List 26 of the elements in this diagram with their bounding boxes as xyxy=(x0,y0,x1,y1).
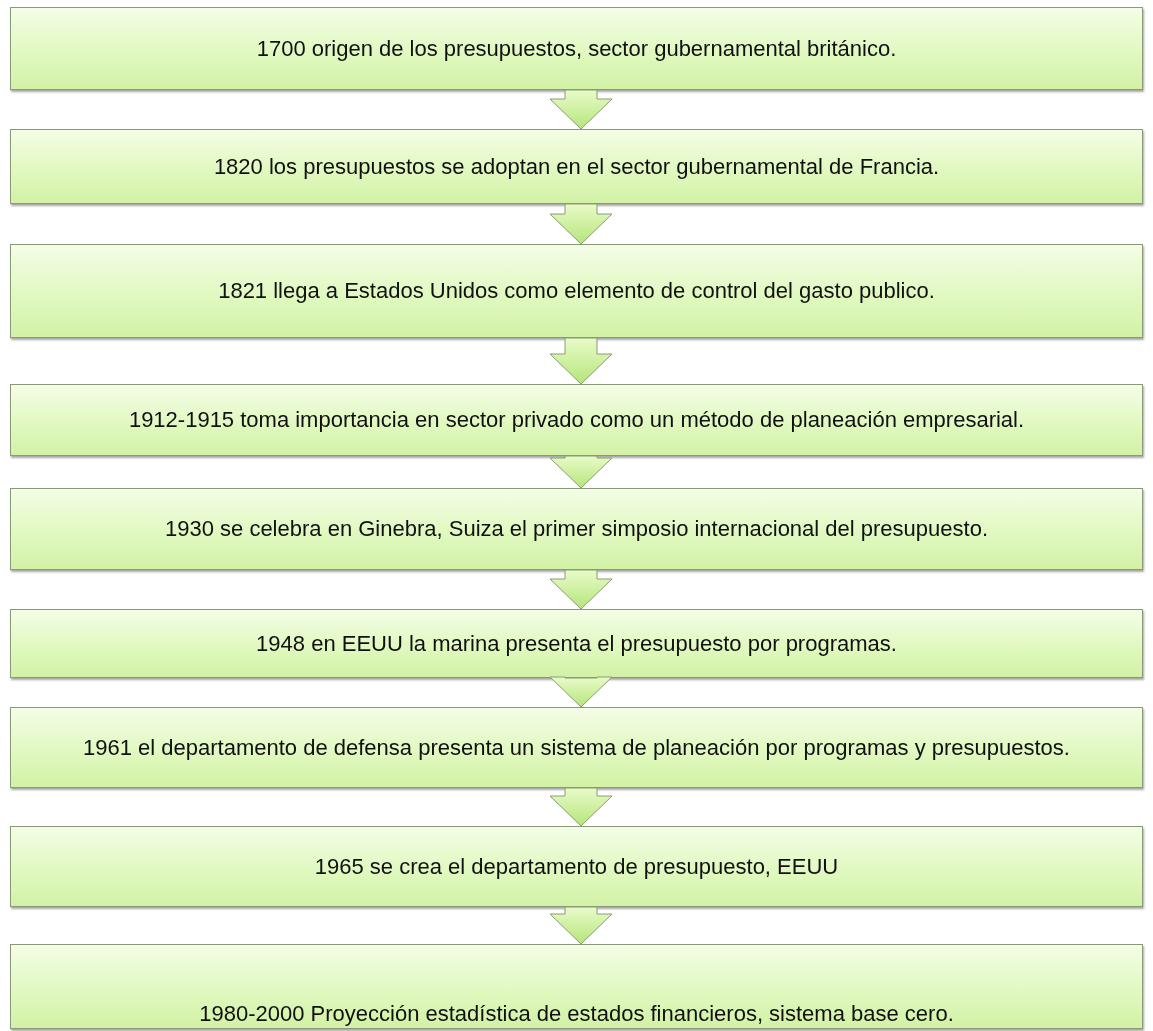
event-text: 1930 se celebra en Ginebra, Suiza el primer simposio internacional del presupuesto. xyxy=(165,516,988,542)
event-text: 1700 origen de los presupuestos, sector gubernamental británico. xyxy=(256,35,897,62)
timeline-box xyxy=(10,609,1143,678)
event-text: 1948 en EEUU la marina presenta el presupuesto por programas. xyxy=(256,630,897,657)
down-arrow xyxy=(549,203,613,245)
event-text: 1821 llega a Estados Unidos como elemento de control del gasto publico. xyxy=(218,278,935,304)
event-text: 1965 se crea el departamento de presupuesto, EEUU xyxy=(314,853,839,880)
timeline-box xyxy=(10,488,1143,570)
timeline-box xyxy=(10,384,1143,456)
timeline-box xyxy=(10,944,1143,1029)
timeline-box xyxy=(10,129,1143,204)
timeline-box xyxy=(10,7,1143,90)
event-text: 1820 los presupuestos se adoptan en el sector gubernamental de Francia. xyxy=(213,153,940,180)
event-text: 1961 el departamento de defensa presenta un sistema de planeación por programas y presupuestos. xyxy=(83,734,1070,761)
down-arrow xyxy=(549,787,613,827)
event-text: 1912-1915 toma importancia en sector privado como un método de planeación empresarial. xyxy=(128,407,1025,433)
down-arrow xyxy=(549,89,613,130)
down-arrow xyxy=(549,455,613,489)
down-arrow xyxy=(549,569,613,610)
timeline-box xyxy=(10,707,1143,788)
timeline-box xyxy=(10,826,1143,907)
down-arrow xyxy=(549,676,613,708)
down-arrow xyxy=(549,337,613,385)
event-text: 1980-2000 Proyección estadística de estados financieros, sistema base cero. xyxy=(199,1000,954,1026)
down-arrow xyxy=(549,906,613,945)
timeline-box xyxy=(10,244,1143,338)
